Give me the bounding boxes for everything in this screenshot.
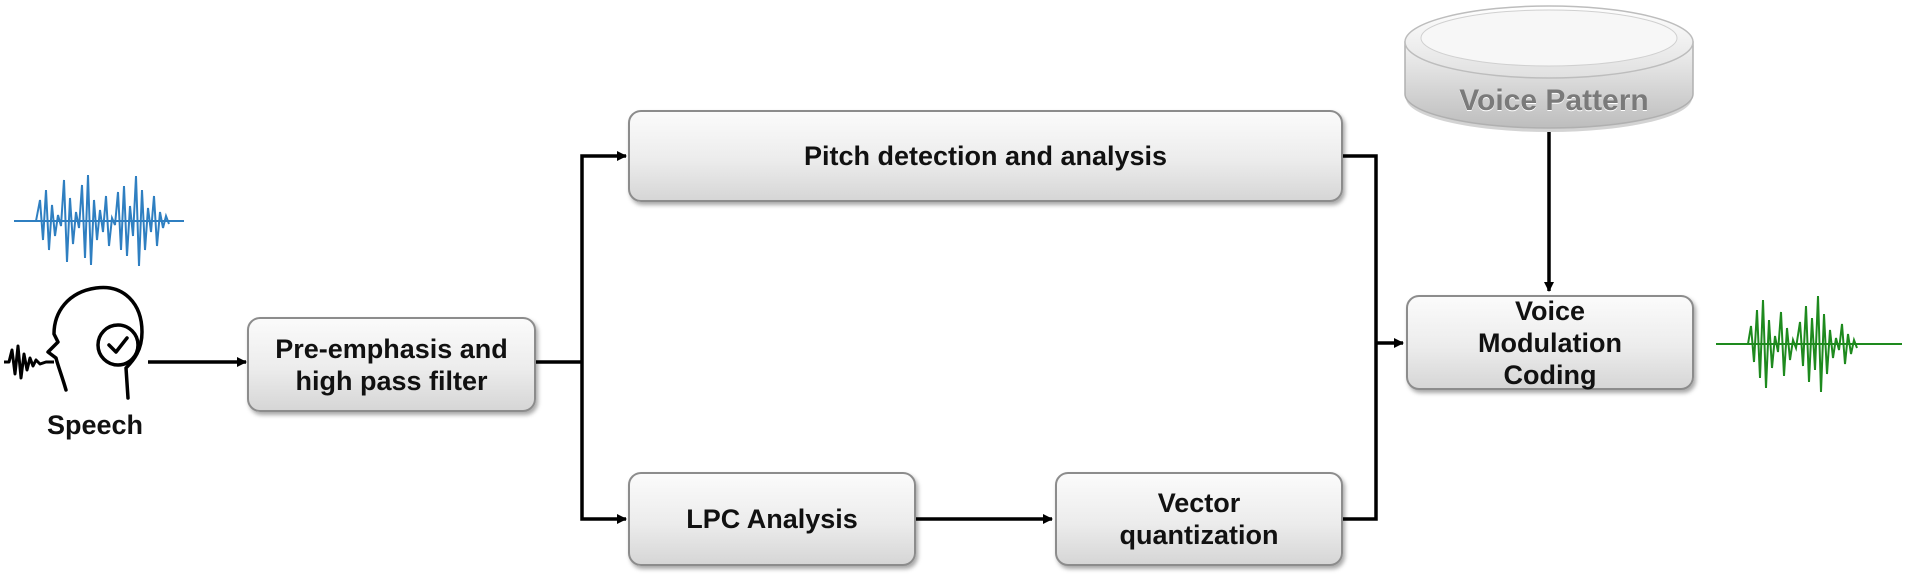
voice-pattern-database-icon (1404, 5, 1694, 132)
arrow-to-lpc (580, 362, 627, 524)
connector-pitch-out (1343, 154, 1378, 343)
speech-label: Speech (46, 410, 144, 440)
output-waveform-icon (1716, 295, 1902, 393)
pitch-detection-label: Pitch detection and analysis (803, 141, 1168, 171)
pitch-detection-box: Pitch detection and analysis (628, 110, 1343, 202)
vector-quantization-box: Vector quantization (1055, 472, 1343, 566)
input-waveform-icon (14, 174, 184, 267)
voice-modulation-coding-box: Voice Modulation Coding (1406, 295, 1694, 390)
voice-modulation-coding-label: Voice Modulation Coding (1478, 295, 1622, 390)
vector-quantization-label: Vector quantization (1119, 488, 1279, 550)
connector-arrows (148, 132, 1554, 524)
arrow-to-pitch (580, 151, 627, 362)
voice-pattern-label: Voice Pattern (1459, 84, 1649, 117)
speaking-head-icon (46, 285, 144, 400)
sound-wave-icon (4, 344, 54, 380)
preemphasis-filter-box: Pre-emphasis and high pass filter (247, 317, 536, 412)
lpc-analysis-label: LPC Analysis (686, 504, 858, 534)
preemphasis-filter-label: Pre-emphasis and high pass filter (275, 333, 508, 396)
lpc-analysis-box: LPC Analysis (628, 472, 916, 566)
connector-vq-out (1343, 343, 1378, 521)
